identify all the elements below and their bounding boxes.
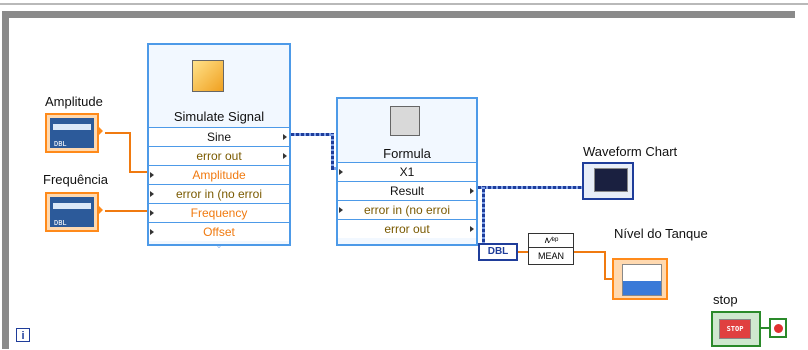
info-icon[interactable]: i — [16, 328, 30, 342]
mean-node[interactable]: ∧∕ᵉᵖ MEAN — [528, 233, 574, 265]
amplitude-label: Amplitude — [45, 94, 103, 109]
convert-from-dynamic-node[interactable]: DBL — [478, 243, 518, 261]
wire-result-down — [482, 186, 485, 252]
terminal-error-in[interactable]: error in (no erroi — [149, 184, 289, 203]
wire-dbl-to-mean — [518, 251, 528, 253]
calculator-icon — [390, 106, 420, 136]
stop-control[interactable]: STOP — [711, 311, 761, 347]
terminal-offset[interactable]: Offset — [149, 222, 289, 241]
stop-button-icon: STOP — [719, 319, 751, 339]
amplitude-control[interactable]: DBL — [45, 113, 103, 153]
terminal-formula-error-in[interactable]: error in (no erroi — [338, 200, 476, 219]
waveform-chart-label: Waveform Chart — [583, 144, 678, 159]
wire-amplitude-3 — [129, 171, 149, 173]
formula-node[interactable]: Formula X1 Result error in (no erroi err… — [336, 97, 478, 246]
terminal-amplitude[interactable]: Amplitude — [149, 165, 289, 184]
simulate-signal-node[interactable]: Simulate Signal Sine error out Amplitude… — [147, 43, 291, 250]
simulate-signal-title: Simulate Signal — [173, 109, 265, 124]
wire-sine-1 — [291, 133, 333, 136]
frequencia-control[interactable]: DBL — [45, 192, 103, 232]
tank-icon — [622, 264, 662, 296]
nivel-tanque-label: Nível do Tanque — [614, 226, 708, 241]
wire-frequency — [105, 210, 149, 212]
terminal-sine[interactable]: Sine — [149, 127, 289, 146]
terminal-result[interactable]: Result — [338, 181, 476, 200]
wire-mean-1 — [574, 251, 606, 253]
wire-sine-2 — [331, 133, 334, 169]
wire-mean-2 — [604, 251, 606, 280]
window-top-divider — [0, 3, 808, 5]
formula-title: Formula — [383, 146, 431, 161]
wire-amplitude-2 — [129, 132, 131, 173]
frequencia-label: Frequência — [43, 172, 109, 187]
amplitude-type-tag: DBL — [54, 140, 67, 148]
expand-chevron-icon[interactable]: ⌄ — [215, 241, 223, 250]
stop-if-true-icon — [774, 324, 783, 333]
wire-sine-3 — [331, 167, 338, 170]
terminal-x1[interactable]: X1 — [338, 162, 476, 181]
wire-amplitude-1 — [105, 132, 130, 134]
terminal-frequency[interactable]: Frequency — [149, 203, 289, 222]
mean-label: MEAN — [537, 251, 564, 261]
waveform-chart-terminal[interactable] — [582, 162, 634, 200]
while-loop-border[interactable] — [2, 11, 795, 349]
wire-mean-3 — [604, 278, 614, 280]
terminal-formula-error-out[interactable]: error out — [338, 219, 476, 238]
nivel-tanque-indicator[interactable] — [612, 258, 668, 300]
frequencia-type-tag: DBL — [54, 219, 67, 227]
wire-stop — [761, 327, 769, 329]
waveform-chart-icon — [594, 168, 628, 192]
mean-waveform-icon: ∧∕ᵉᵖ — [529, 234, 573, 248]
loop-condition-terminal[interactable] — [769, 318, 787, 338]
stop-label: stop — [713, 292, 738, 307]
wire-result-to-chart — [478, 186, 582, 189]
terminal-error-out[interactable]: error out — [149, 146, 289, 165]
simulate-signal-icon — [192, 60, 224, 92]
